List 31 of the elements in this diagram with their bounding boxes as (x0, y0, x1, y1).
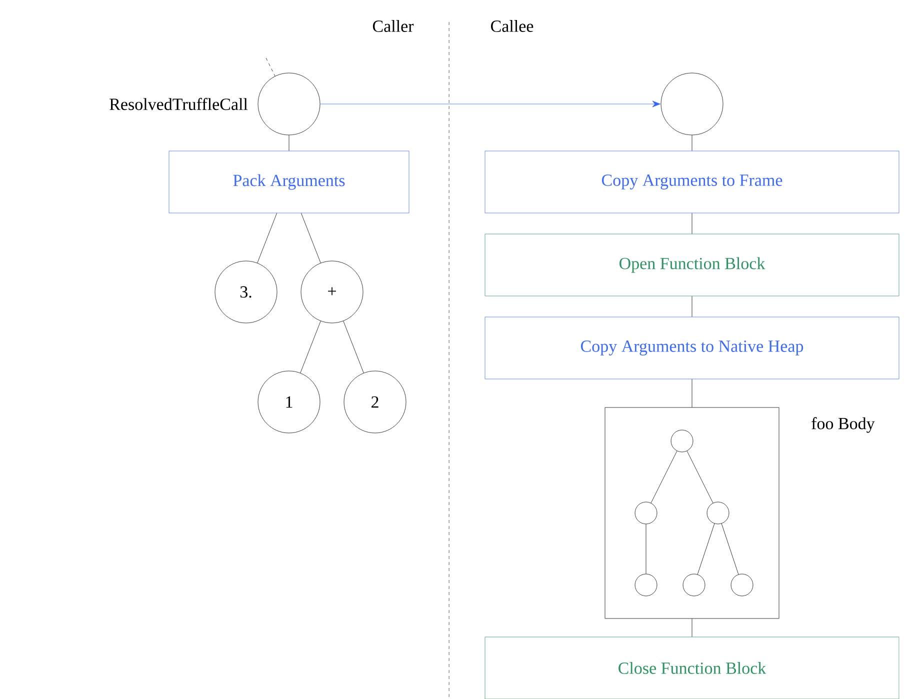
process-box: Close Function Block (484, 636, 900, 699)
circle-node (706, 502, 730, 524)
connector-line (288, 135, 290, 151)
circle-node (660, 72, 724, 136)
circle-node (634, 502, 658, 524)
column-heading: Callee (490, 20, 534, 32)
circle-node: 1 (258, 370, 320, 434)
circle-node (634, 574, 658, 596)
process-box: Copy Arguments to Frame (484, 150, 900, 214)
connector-line (686, 450, 714, 504)
process-box: Pack Arguments (168, 150, 410, 214)
circle-node: 2 (344, 370, 406, 434)
connector-line (257, 213, 278, 264)
connector-line (300, 320, 321, 374)
connector-line (301, 213, 321, 264)
node-label: ResolvedTruffleCall (110, 98, 248, 110)
circle-node: 3. (214, 260, 278, 324)
circle-node (670, 430, 694, 452)
arrow (320, 100, 660, 108)
connector-line (343, 320, 364, 374)
process-box: Copy Arguments to Native Heap (484, 316, 900, 380)
circle-node (730, 574, 754, 596)
connector-line (697, 523, 715, 575)
connector-line (721, 523, 739, 575)
connector-line (650, 450, 678, 504)
column-heading: Caller (372, 20, 414, 32)
circle-node: + (300, 260, 364, 324)
circle-node (682, 574, 706, 596)
process-box: Open Function Block (484, 234, 900, 296)
leader-line (266, 58, 276, 76)
box-heading: foo Body (812, 417, 875, 433)
